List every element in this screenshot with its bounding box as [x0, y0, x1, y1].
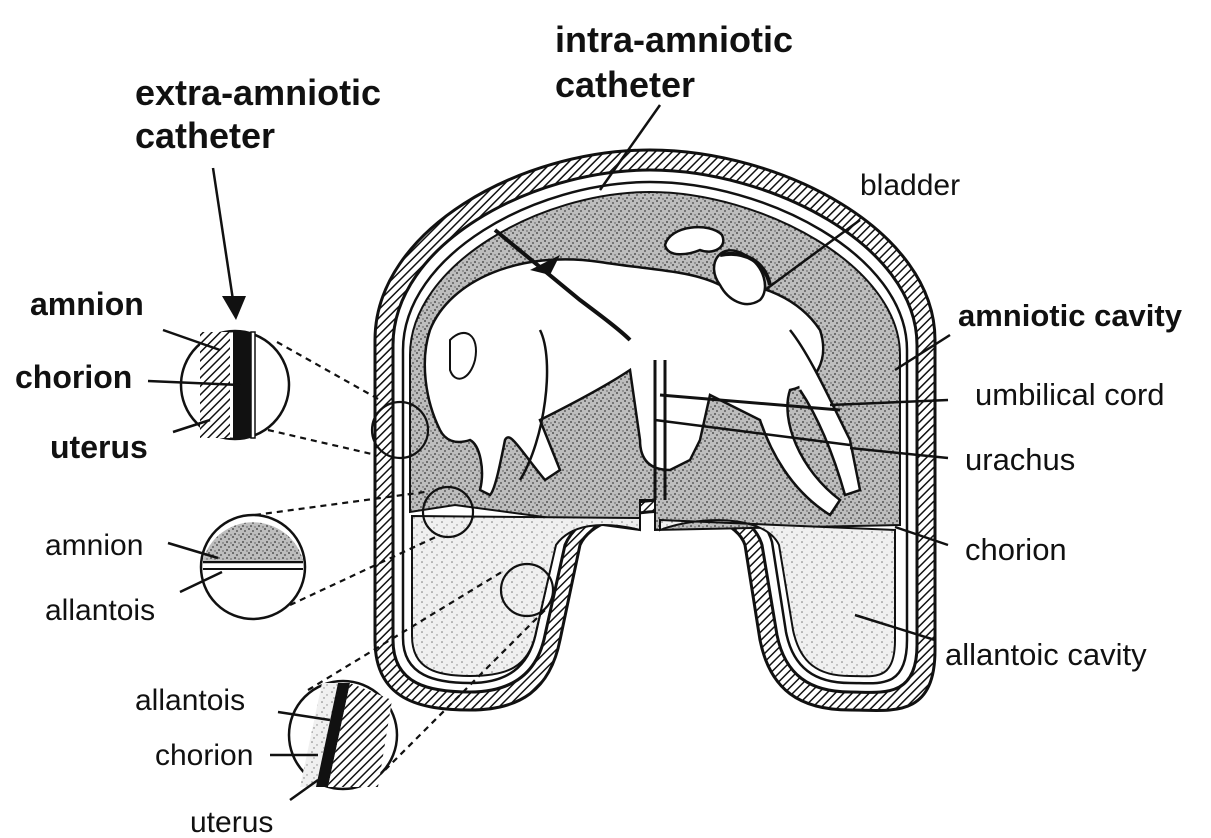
- label-inset1-uterus: uterus: [50, 429, 148, 465]
- label-umbilical-cord: umbilical cord: [975, 377, 1165, 412]
- label-bladder: bladder: [860, 169, 960, 202]
- label-extra-amniotic-1: extra-amniotic: [135, 72, 381, 113]
- label-inset1-amnion: amnion: [30, 286, 144, 322]
- inset-1: [181, 331, 380, 455]
- label-chorion-right: chorion: [965, 532, 1067, 567]
- label-urachus: urachus: [965, 442, 1075, 477]
- label-allantoic-cavity: allantoic cavity: [945, 637, 1147, 672]
- label-intra-amniotic-1: intra-amniotic: [555, 19, 793, 60]
- label-inset3-uterus: uterus: [190, 806, 273, 838]
- label-inset2-amnion: amnion: [45, 529, 143, 562]
- label-inset2-allantois: allantois: [45, 594, 155, 627]
- label-extra-amniotic-2: catheter: [135, 115, 275, 156]
- allantoic-cavity-left: [412, 516, 640, 676]
- label-inset1-chorion: chorion: [15, 359, 132, 395]
- label-inset3-allantois: allantois: [135, 684, 245, 717]
- label-inset3-chorion: chorion: [155, 739, 253, 772]
- extra-amniotic-arrow: [213, 168, 233, 300]
- label-amniotic-cavity: amniotic cavity: [958, 298, 1183, 333]
- label-intra-amniotic-2: catheter: [555, 64, 695, 105]
